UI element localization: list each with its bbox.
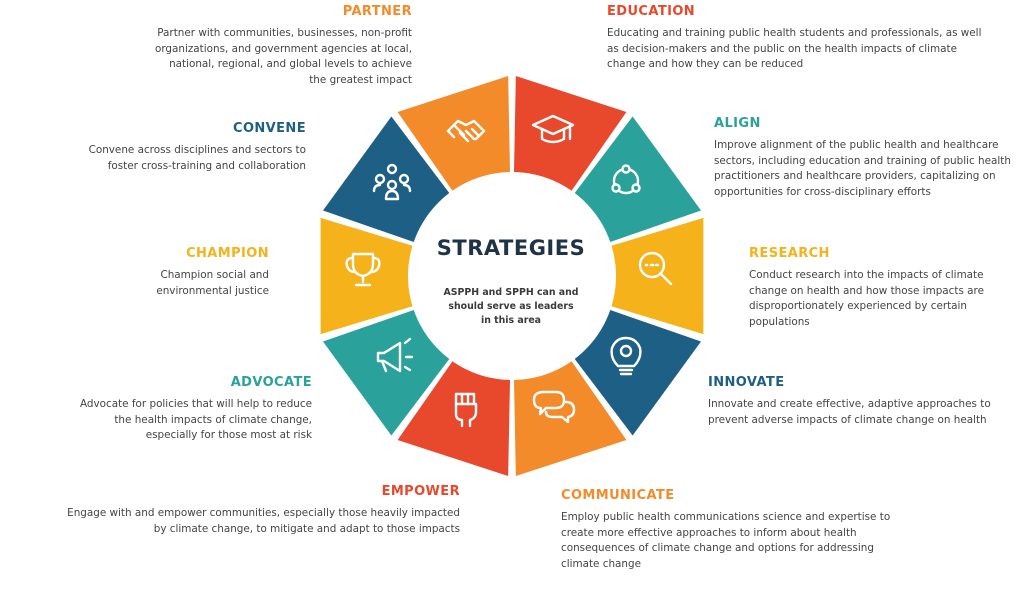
graduation-cap-icon [531,114,575,144]
strategy-description: Educating and training public health stu… [607,27,982,70]
strategy-title: CHAMPION [186,246,269,261]
strategy-description: Employ public health communications scie… [561,511,891,570]
strategy-title: PARTNER [342,4,412,19]
ring-segment-innovate [574,310,701,436]
strategy-title: INNOVATE [708,375,785,390]
lightbulb-gear-icon [610,336,642,376]
ring-segment-advocate [323,310,450,436]
megaphone-icon [376,337,414,373]
ring-segment-empower [397,361,511,476]
ring-segment-convene [323,116,450,242]
group-people-icon [372,163,412,201]
strategy-communicate: COMMUNICATE Employ public health communi… [561,488,891,572]
strategy-title: COMMUNICATE [561,488,675,503]
strategy-research: RESEARCH Conduct research into the impac… [749,246,1017,330]
center-subtitle: ASPPH and SPPH can and should serve as l… [443,287,579,326]
strategy-description: Partner with communities, businesses, no… [154,27,412,86]
strategy-convene: CONVENE Convene across disciplines and s… [58,121,306,174]
handshake-icon [446,119,486,143]
strategy-description: Convene across disciplines and sectors t… [88,144,306,172]
strategy-education: EDUCATION Educating and training public … [607,4,987,73]
ring-segment-communicate [513,361,627,476]
strategy-description: Engage with and empower communities, esp… [67,507,460,535]
raised-fist-icon [454,392,478,428]
strategy-title: ADVOCATE [230,375,312,390]
strategy-advocate: ADVOCATE Advocate for policies that will… [72,375,312,444]
ring-segment-partner [397,76,511,191]
strategy-title: ALIGN [714,116,761,131]
strategy-description: Improve alignment of the public health a… [714,139,1011,198]
strategy-description: Advocate for policies that will help to … [80,398,312,441]
trophy-icon [345,252,381,287]
strategy-title: EMPOWER [381,484,460,499]
strategy-description: Conduct research into the impacts of cli… [749,269,984,328]
center-title: STRATEGIES [436,236,586,260]
strategy-title: CONVENE [233,121,306,136]
strategy-align: ALIGN Improve alignment of the public he… [714,116,1022,200]
strategy-description: Champion social and environmental justic… [156,269,269,297]
connected-nodes-icon [611,164,641,195]
strategy-title: EDUCATION [607,4,696,19]
speech-bubbles-icon [532,390,576,424]
strategy-innovate: INNOVATE Innovate and create effective, … [708,375,998,428]
strategy-empower: EMPOWER Engage with and empower communit… [56,484,460,537]
strategy-champion: CHAMPION Champion social and environment… [108,246,269,299]
strategy-partner: PARTNER Partner with communities, busine… [150,4,412,88]
magnifier-icon [638,251,673,286]
strategy-title: RESEARCH [749,246,830,261]
strategy-description: Innovate and create effective, adaptive … [708,398,991,426]
